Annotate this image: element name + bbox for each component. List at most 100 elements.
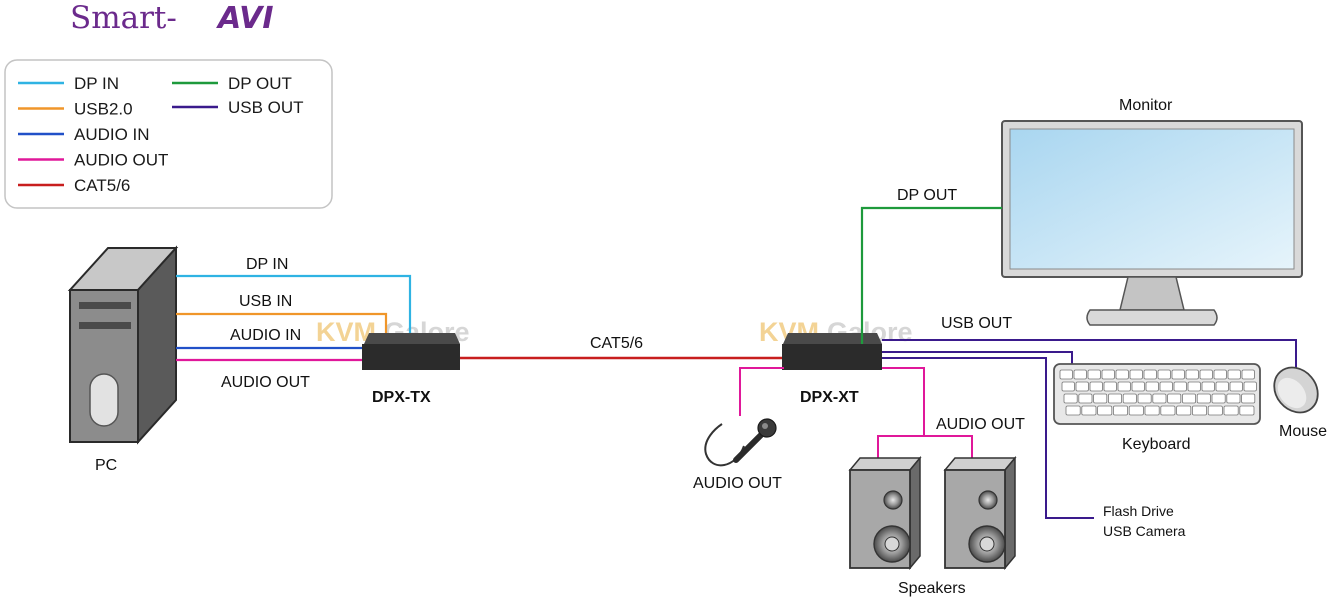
dpx-tx-unit — [362, 333, 460, 370]
mic-label: AUDIO OUT — [693, 475, 782, 492]
keyboard-key — [1192, 405, 1208, 416]
keyboard-key — [1171, 369, 1185, 380]
keyboard-key — [1241, 369, 1255, 380]
keyboard-key — [1143, 369, 1157, 380]
keyboard-key — [1199, 369, 1213, 380]
keyboard-label: Keyboard — [1122, 436, 1191, 453]
keyboard-key — [1229, 381, 1243, 392]
keyboard-key — [1063, 393, 1078, 404]
legend-right-column: DP OUT USB OUT — [172, 74, 304, 117]
keyboard-key — [1075, 381, 1089, 392]
legend-label: CAT5/6 — [74, 176, 130, 195]
flash-drive-label: Flash Drive — [1103, 503, 1174, 519]
speaker-right-icon — [943, 455, 1017, 571]
logo-text: Smart- — [70, 0, 177, 36]
keyboard-key — [1239, 405, 1255, 416]
legend-box — [4, 59, 333, 209]
keyboard-key — [1243, 381, 1257, 392]
pc-tower-icon — [67, 245, 179, 445]
keyboard-key — [1160, 405, 1176, 416]
cable-label-usb-in: USB IN — [239, 293, 292, 310]
keyboard-key — [1241, 393, 1256, 404]
keyboard-key — [1173, 381, 1187, 392]
pc-cables — [176, 274, 412, 362]
keyboard-key — [1115, 369, 1129, 380]
cable-label-speaker-audio-out: AUDIO OUT — [936, 416, 1025, 433]
monitor-label: Monitor — [1119, 97, 1173, 114]
mouse-icon — [1273, 366, 1319, 414]
smart-avi-logo: Smart- AVI — [70, 0, 274, 36]
keyboard-key — [1065, 405, 1081, 416]
cable-label-dp-in: DP IN — [246, 256, 288, 273]
legend-label: USB2.0 — [74, 100, 133, 119]
keyboard-key — [1182, 393, 1197, 404]
microphone-icon — [704, 418, 777, 467]
keyboard-key — [1157, 369, 1171, 380]
keyboard-key — [1152, 393, 1167, 404]
legend-label: DP OUT — [228, 74, 292, 93]
keyboard-key — [1103, 381, 1117, 392]
keyboard-key — [1159, 381, 1173, 392]
pc-label: PC — [95, 457, 117, 474]
usb-camera-label: USB Camera — [1103, 523, 1186, 539]
speakers-label: Speakers — [898, 580, 966, 597]
legend-label: DP IN — [74, 74, 119, 93]
keyboard-key — [1131, 381, 1145, 392]
speaker-left-icon — [848, 455, 922, 571]
keyboard-key — [1226, 393, 1241, 404]
keyboard-key — [1167, 393, 1182, 404]
logo-mark: AVI — [216, 1, 274, 36]
keyboard-key — [1113, 405, 1129, 416]
keyboard-key — [1185, 369, 1199, 380]
keyboard-key — [1108, 393, 1123, 404]
keyboard-key — [1097, 405, 1113, 416]
usb-out-cables — [882, 339, 1297, 519]
dpx-xt-unit — [782, 333, 882, 370]
keyboard-key — [1061, 381, 1075, 392]
cable-label-usb-out: USB OUT — [941, 315, 1012, 332]
cable-label-cat: CAT5/6 — [590, 335, 643, 352]
keyboard-key — [1196, 393, 1211, 404]
mouse-label: Mouse — [1279, 423, 1327, 440]
cable-label-audio-out: AUDIO OUT — [221, 374, 310, 391]
monitor-icon — [1001, 120, 1303, 326]
dpx-xt-label: DPX-XT — [800, 389, 859, 406]
keyboard-key — [1078, 393, 1093, 404]
keyboard-key — [1144, 405, 1160, 416]
keyboard-key — [1087, 369, 1101, 380]
keyboard-key — [1187, 381, 1201, 392]
keyboard-key — [1059, 369, 1073, 380]
keyboard-key — [1213, 369, 1227, 380]
keyboard-key — [1211, 393, 1226, 404]
keyboard-key — [1176, 405, 1192, 416]
keyboard-key — [1081, 405, 1097, 416]
keyboard-key — [1117, 381, 1131, 392]
mic-cable — [739, 367, 784, 416]
legend-label: AUDIO IN — [74, 125, 150, 144]
legend-label: AUDIO OUT — [74, 151, 168, 170]
keyboard-icon — [1053, 363, 1261, 425]
keyboard-key — [1137, 393, 1152, 404]
keyboard-key — [1215, 381, 1229, 392]
dp-out-cable — [860, 206, 1002, 344]
cable-label-audio-in: AUDIO IN — [230, 327, 301, 344]
legend-label: USB OUT — [228, 98, 304, 117]
cable-label-dp-out: DP OUT — [897, 187, 957, 204]
keyboard-key — [1223, 405, 1239, 416]
speaker-cables — [877, 367, 973, 458]
keyboard-key — [1073, 369, 1087, 380]
dpx-tx-label: DPX-TX — [372, 389, 431, 406]
keyboard-key — [1128, 405, 1144, 416]
keyboard-key — [1093, 393, 1108, 404]
keyboard-key — [1201, 381, 1215, 392]
keyboard-key — [1129, 369, 1143, 380]
keyboard-key — [1207, 405, 1223, 416]
keyboard-key — [1101, 369, 1115, 380]
keyboard-key — [1227, 369, 1241, 380]
keyboard-key — [1122, 393, 1137, 404]
keyboard-key — [1089, 381, 1103, 392]
keyboard-key — [1145, 381, 1159, 392]
